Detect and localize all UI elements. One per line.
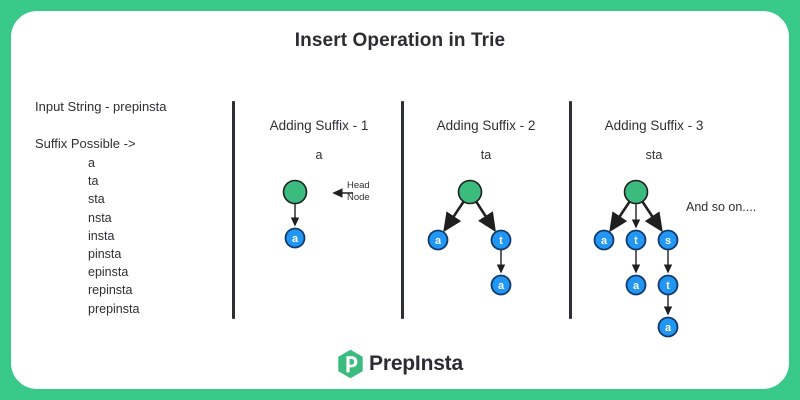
trie-node: a — [490, 274, 512, 296]
hexagon-p-logo-icon — [338, 349, 363, 379]
head-node-annotation: Head Node — [347, 180, 370, 204]
trie-node-circle — [625, 229, 647, 251]
head-node-annotation-line1: Head — [347, 180, 370, 191]
suffix-item: nsta — [88, 210, 112, 225]
trie-node-circle — [657, 229, 679, 251]
trie-node: a — [657, 316, 679, 338]
trie-node: a — [427, 229, 449, 251]
trie-edge — [443, 200, 465, 233]
trie-node: a — [284, 227, 306, 249]
suffix-possible-heading: Suffix Possible -> — [35, 136, 136, 151]
suffix-item: prepinsta — [88, 301, 140, 316]
head-node-pointer-arrow — [332, 188, 353, 198]
page-title: Insert Operation in Trie — [294, 30, 506, 51]
trie-diagram-1: a — [282, 179, 308, 249]
brand-footer: PrepInsta — [0, 344, 800, 384]
column-divider-3 — [569, 101, 572, 319]
suffix-item: insta — [88, 228, 115, 243]
suffix-item: pinsta — [88, 247, 122, 262]
trie-node-circle — [657, 316, 679, 338]
trie-node-circle — [427, 229, 449, 251]
trie-node-label: t — [499, 235, 503, 247]
trie-node: s — [657, 229, 679, 251]
trie-node-label: t — [666, 280, 670, 292]
column-3-subtitle: sta — [645, 148, 663, 162]
trie-node-circle — [623, 179, 649, 205]
trie-head-node — [457, 179, 483, 205]
suffix-item: sta — [88, 192, 105, 207]
brand-name: PrepInsta — [369, 352, 463, 375]
trie-node-label: a — [292, 233, 299, 245]
trie-node: t — [625, 229, 647, 251]
column-1-subtitle: a — [315, 148, 323, 162]
head-node-annotation-line2: Node — [347, 192, 370, 203]
trie-edge — [641, 200, 663, 233]
trie-node-label: a — [665, 322, 672, 334]
trie-node-circle — [490, 229, 512, 251]
suffix-item: repinsta — [88, 283, 133, 298]
trie-edge — [609, 200, 631, 233]
trie-node: a — [593, 229, 615, 251]
column-3-heading: Adding Suffix - 3 — [604, 118, 704, 133]
trie-node-label: a — [601, 235, 608, 247]
suffix-list: a ta sta nsta insta pinsta epinsta repinsta prep… — [88, 154, 139, 318]
trie-node-circle — [284, 227, 306, 249]
trie-node-circle — [457, 179, 483, 205]
trie-node-label: a — [435, 235, 442, 247]
trie-node-circle — [657, 274, 679, 296]
trie-node: t — [490, 229, 512, 251]
trie-head-node — [623, 179, 649, 205]
trie-node-label: a — [633, 280, 640, 292]
suffix-item: epinsta — [88, 265, 129, 280]
trie-node-circle — [282, 179, 308, 205]
trie-node-label: s — [665, 235, 671, 247]
column-divider-2 — [401, 101, 404, 319]
suffix-item: a — [88, 156, 95, 170]
column-2-heading: Adding Suffix - 2 — [436, 118, 536, 133]
trie-node-circle — [593, 229, 615, 251]
column-1-heading: Adding Suffix - 1 — [269, 118, 369, 133]
column-2-subtitle: ta — [480, 148, 492, 162]
trie-node-label: a — [498, 280, 505, 292]
trie-edge — [475, 200, 496, 233]
trie-node-label: t — [634, 235, 638, 247]
input-string-line: Input String - prepinsta — [35, 99, 167, 114]
suffix-item: ta — [88, 174, 99, 189]
and-so-on-note: And so on.... — [686, 200, 757, 214]
trie-head-node — [282, 179, 308, 205]
trie-diagram-2: a t a — [427, 179, 512, 296]
trie-node: t — [657, 274, 679, 296]
trie-diagram-3: a t s a t a — [593, 179, 679, 338]
trie-node-circle — [490, 274, 512, 296]
column-divider-1 — [232, 101, 235, 319]
trie-node-circle — [625, 274, 647, 296]
trie-node: a — [625, 274, 647, 296]
